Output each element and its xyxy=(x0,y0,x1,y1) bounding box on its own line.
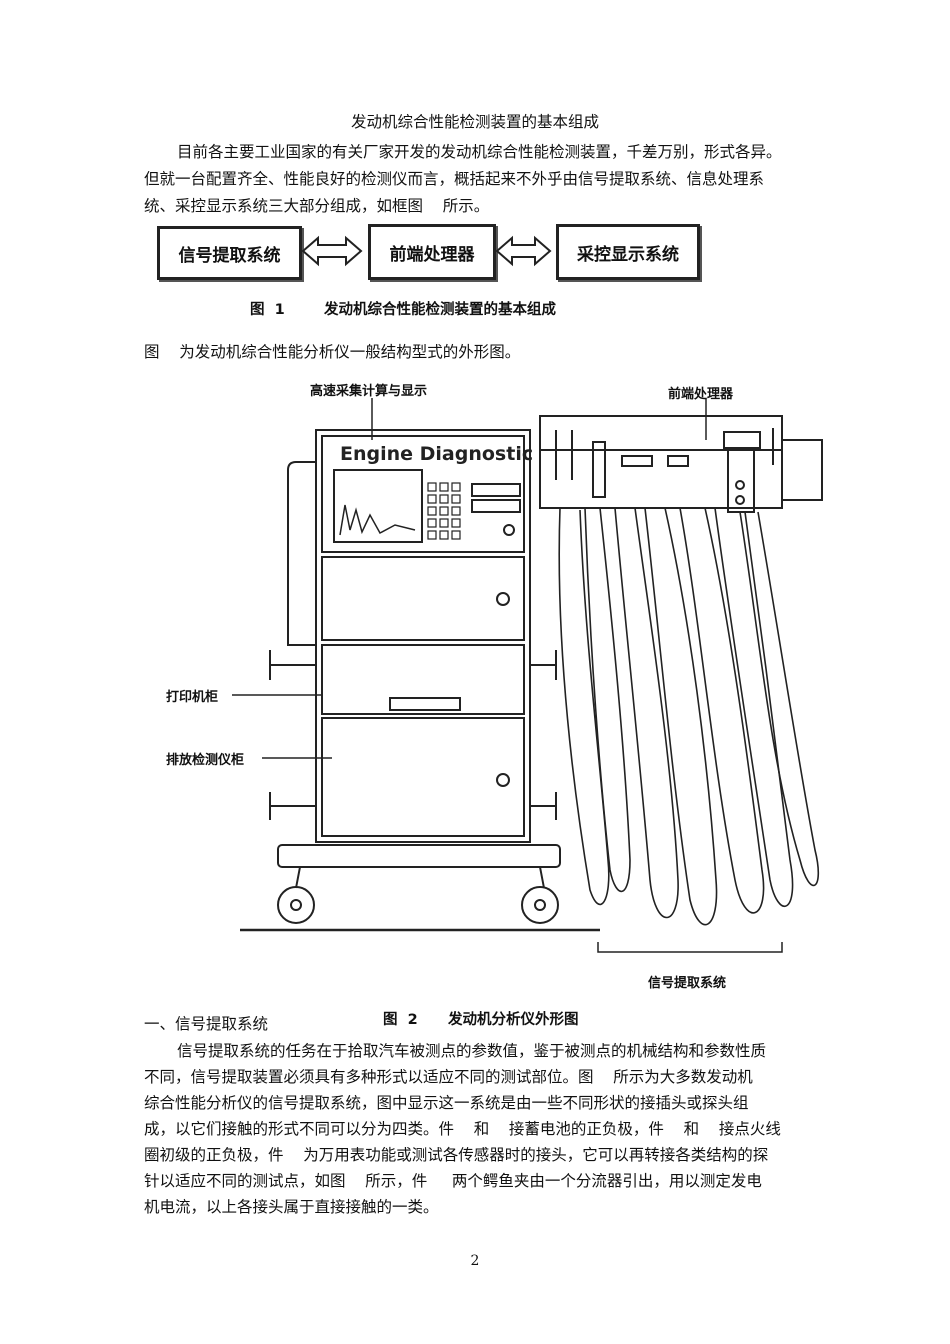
figure2-caption-text: 发动机分析仪外形图 xyxy=(448,1012,579,1028)
lower-cabinet-lock xyxy=(496,773,510,787)
monitor-panel xyxy=(321,435,525,553)
screen-brand: Engine Diagnostic xyxy=(340,443,533,465)
section-line-7: 机电流，以上各接头属于直接接触的一类。 xyxy=(144,1198,439,1216)
figure1-caption-num: 图 1 xyxy=(250,302,285,318)
keypad xyxy=(427,482,461,540)
label-emission-cabinet: 排放检测仪柜 xyxy=(166,753,245,768)
display-screen xyxy=(333,469,423,543)
page-number: 2 xyxy=(470,1253,480,1269)
power-knob xyxy=(503,524,515,536)
box-acquisition-display: 采控显示系统 xyxy=(556,224,700,280)
rail-end-cap xyxy=(781,439,823,501)
section-heading: 一、信号提取系统 xyxy=(144,1015,269,1033)
cart-handle xyxy=(287,461,316,646)
label-signal-extraction: 信号提取系统 xyxy=(648,976,727,991)
figure2-intro: 图 为发动机综合性能分析仪一般结构型式的外形图。 xyxy=(144,343,521,361)
intro-line-2: 但就一台配置齐全、性能良好的检测仪而言，概括起来不外乎由信号提取系统、信息处理系 xyxy=(144,170,765,188)
section-line-2: 不同，信号提取装置必须具有多种形式以适应不同的测试部位。图 所示为大多数发动机 xyxy=(144,1068,753,1086)
digit-readout-top xyxy=(471,483,521,497)
probe-connectors xyxy=(555,428,783,498)
section-line-5: 圈初级的正负极，件 为万用表功能或测试各传感器时的接头，它可以再转接各类结构的探 xyxy=(144,1146,769,1164)
figure2-drawing: Engine Diagnostic xyxy=(232,398,823,953)
right-wheel xyxy=(521,886,559,924)
figure2-caption-num: 图 2 xyxy=(383,1012,418,1028)
figure1-caption-text: 发动机综合性能检测装置的基本组成 xyxy=(324,302,556,318)
box-front-end-processor: 前端处理器 xyxy=(368,224,496,280)
printer-cabinet xyxy=(321,644,525,715)
label-front-end-processor: 前端处理器 xyxy=(668,387,734,402)
figure1-arrows xyxy=(301,235,552,267)
digit-readout-bottom xyxy=(471,499,521,513)
intro-line-1: 目前各主要工业国家的有关厂家开发的发动机综合性能检测装置，千差万别，形式各异。 xyxy=(177,143,782,161)
page-title: 发动机综合性能检测装置的基本组成 xyxy=(350,113,599,131)
cart-body xyxy=(315,429,531,843)
screen-waveform xyxy=(339,504,416,536)
shunt-box xyxy=(727,449,755,513)
box-signal-extraction: 信号提取系统 xyxy=(157,226,302,280)
cart-base xyxy=(277,844,561,868)
label-high-speed-acquisition: 高速采集计算与显示 xyxy=(310,384,428,399)
signal-cables xyxy=(558,507,820,926)
section-line-1: 信号提取系统的任务在于拾取汽车被测点的参数值，鉴于被测点的机械结构和参数性质 xyxy=(177,1042,767,1060)
left-wheel xyxy=(277,886,315,924)
upper-drawer-lock xyxy=(496,592,510,606)
section-line-6: 针以适应不同的测试点，如图 所示，件 两个鳄鱼夹由一个分流器引出，用以测定发电 xyxy=(144,1172,762,1190)
section-line-3: 综合性能分析仪的信号提取系统，图中显示这一系统是由一些不同形状的接插头或探头组 xyxy=(144,1094,749,1112)
upper-drawer xyxy=(321,556,525,641)
double-arrow-right xyxy=(495,235,552,267)
section-line-4: 成，以它们接触的形式不同可以分为四类。件 和 接蓄电池的正负极，件 和 接点火线 xyxy=(144,1120,781,1138)
intro-line-3: 统、采控显示系统三大部分组成，如框图 所示。 xyxy=(144,197,490,215)
emission-cabinet xyxy=(321,717,525,837)
double-arrow-left xyxy=(301,235,363,267)
printer-slot xyxy=(389,697,461,711)
label-printer-cabinet: 打印机柜 xyxy=(166,690,219,705)
